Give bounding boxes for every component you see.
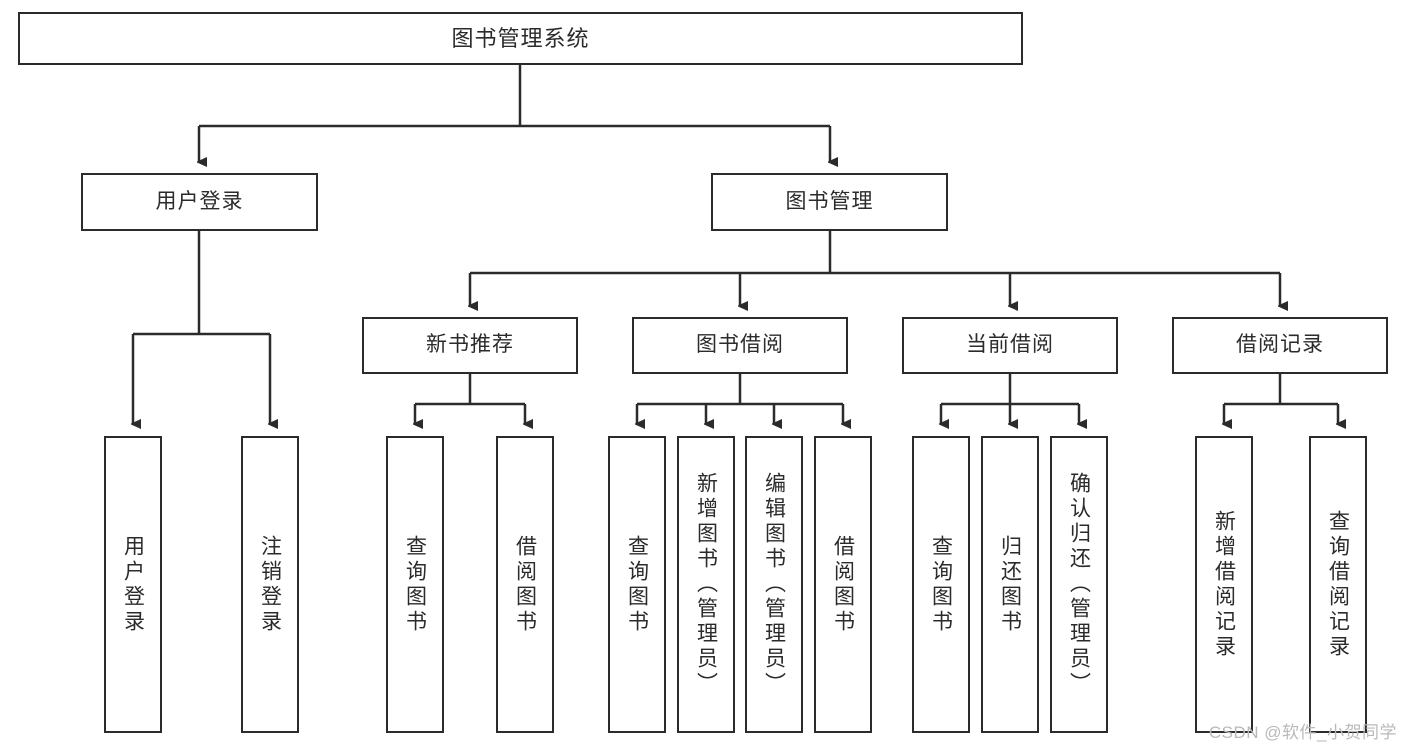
- node-label: 借阅图书: [513, 534, 537, 635]
- leaf-confirm-return-admin[interactable]: 确认归还（管理员）: [1050, 436, 1108, 733]
- node-root-system[interactable]: 图书管理系统: [18, 12, 1023, 65]
- leaf-add-book-admin[interactable]: 新增图书（管理员）: [677, 436, 735, 733]
- node-label: 图书管理: [785, 189, 874, 213]
- node-book-management[interactable]: 图书管理: [711, 173, 948, 231]
- leaf-logout[interactable]: 注销登录: [241, 436, 299, 733]
- leaf-borrow-book[interactable]: 借阅图书: [814, 436, 872, 733]
- node-book-borrow[interactable]: 图书借阅: [632, 317, 848, 374]
- node-user-login[interactable]: 用户登录: [81, 173, 318, 231]
- leaf-query-borrow-record[interactable]: 查询借阅记录: [1309, 436, 1367, 733]
- node-label: 新书推荐: [426, 333, 514, 357]
- node-label: 查询图书: [403, 534, 427, 635]
- leaf-query-book-recommend[interactable]: 查询图书: [386, 436, 444, 733]
- leaf-return-book[interactable]: 归还图书: [981, 436, 1039, 733]
- leaf-add-borrow-record[interactable]: 新增借阅记录: [1195, 436, 1253, 733]
- node-label: 注销登录: [258, 534, 282, 635]
- node-label: 编辑图书（管理员）: [762, 472, 786, 697]
- node-current-borrow[interactable]: 当前借阅: [902, 317, 1118, 374]
- watermark-text: CSDN @软件_小贺同学: [1208, 723, 1397, 742]
- node-label: 图书借阅: [696, 333, 784, 357]
- node-label: 新增借阅记录: [1212, 509, 1236, 660]
- leaf-edit-book-admin[interactable]: 编辑图书（管理员）: [745, 436, 803, 733]
- node-label: 用户登录: [155, 189, 244, 213]
- node-label: 借阅记录: [1236, 333, 1324, 357]
- node-label: 当前借阅: [966, 333, 1054, 357]
- node-label: 新增图书（管理员）: [694, 472, 718, 697]
- leaf-query-book-borrow[interactable]: 查询图书: [608, 436, 666, 733]
- leaf-borrow-book-recommend[interactable]: 借阅图书: [496, 436, 554, 733]
- node-label: 归还图书: [998, 534, 1022, 635]
- node-label: 用户登录: [121, 534, 145, 635]
- node-label: 查询借阅记录: [1326, 509, 1350, 660]
- node-label: 图书管理系统: [451, 25, 590, 51]
- node-new-book-recommend[interactable]: 新书推荐: [362, 317, 578, 374]
- node-borrow-records[interactable]: 借阅记录: [1172, 317, 1388, 374]
- node-label: 查询图书: [929, 534, 953, 635]
- node-label: 确认归还（管理员）: [1067, 472, 1091, 697]
- leaf-user-login[interactable]: 用户登录: [104, 436, 162, 733]
- node-label: 借阅图书: [831, 534, 855, 635]
- leaf-query-book-current[interactable]: 查询图书: [912, 436, 970, 733]
- node-label: 查询图书: [625, 534, 649, 635]
